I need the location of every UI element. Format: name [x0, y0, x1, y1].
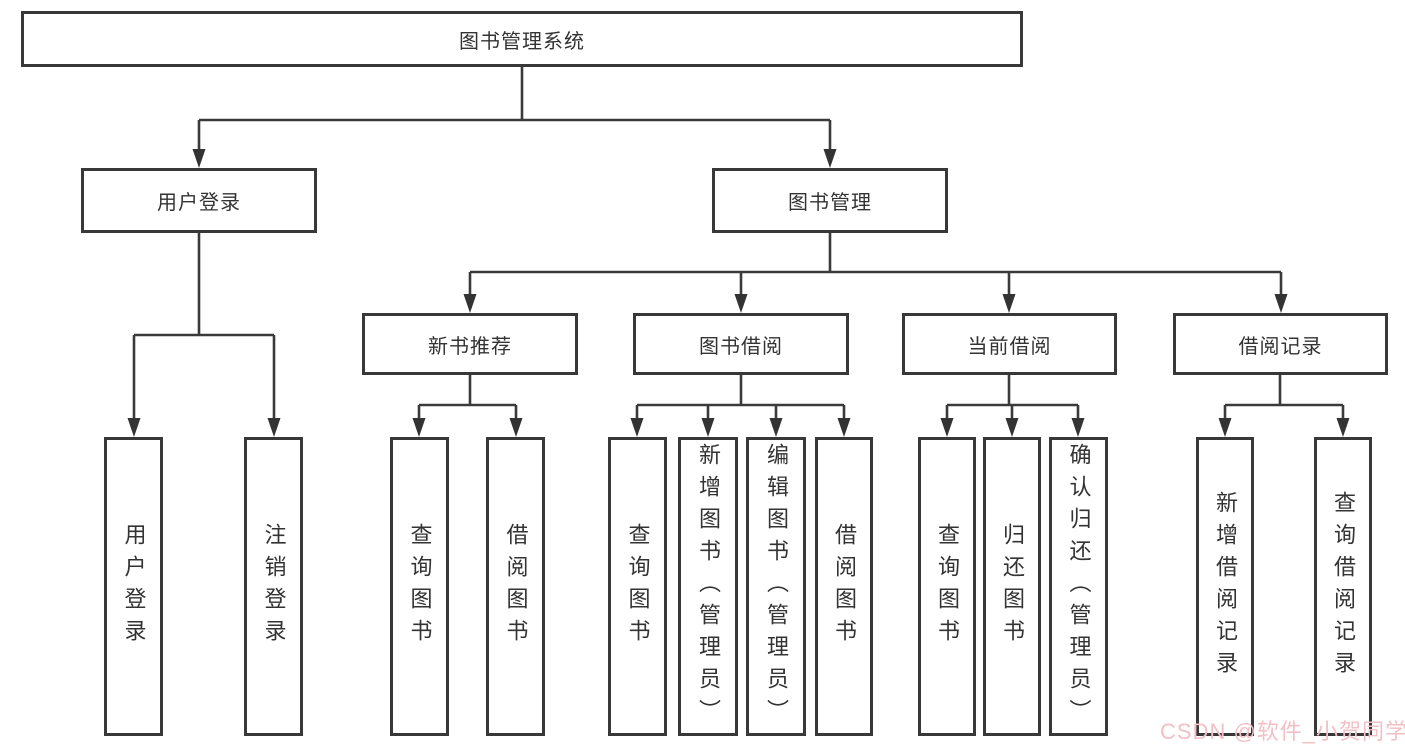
node-new-book-rec-label: 新书推荐 [428, 335, 512, 358]
node-book-mgmt: 图书管理 [712, 168, 948, 233]
leaf-cb-confirm-return-admin-label: 确认归还（管理员） [1066, 442, 1092, 731]
leaf-bb-query-books-label: 查询图书 [625, 522, 651, 651]
node-book-borrow-label: 图书借阅 [699, 335, 783, 358]
leaf-bb-borrow-books: 借阅图书 [815, 437, 873, 736]
arrowhead-icon [127, 418, 141, 437]
arrowhead-icon [1218, 418, 1232, 437]
arrowhead-icon [734, 294, 748, 313]
leaf-br-add-record-label: 新增借阅记录 [1213, 490, 1238, 683]
arrowhead-icon [769, 418, 783, 437]
leaf-bb-edit-books-admin: 编辑图书（管理员） [746, 437, 806, 736]
arrowhead-icon [509, 418, 523, 437]
arrowhead-icon [1002, 294, 1016, 313]
arrowhead-icon [412, 418, 426, 437]
leaf-cb-query-books-label: 查询图书 [935, 522, 960, 651]
arrowhead-icon [1274, 294, 1288, 313]
node-borrow-records: 借阅记录 [1173, 313, 1388, 375]
node-root-label: 图书管理系统 [459, 30, 585, 53]
leaf-br-query-record-label: 查询借阅记录 [1331, 490, 1356, 683]
leaf-bb-borrow-books-label: 借阅图书 [832, 522, 857, 651]
leaf-cb-query-books: 查询图书 [918, 437, 976, 736]
leaf-logout: 注销登录 [244, 437, 303, 736]
leaf-bb-add-books-admin: 新增图书（管理员） [678, 437, 738, 736]
arrowhead-icon [823, 149, 837, 168]
node-new-book-rec: 新书推荐 [362, 313, 578, 375]
leaf-br-add-record: 新增借阅记录 [1196, 437, 1254, 736]
leaf-cb-confirm-return-admin: 确认归还（管理员） [1049, 437, 1108, 736]
node-borrow-records-label: 借阅记录 [1238, 335, 1323, 358]
leaf-logout-label: 注销登录 [261, 522, 287, 651]
node-current-borrow-label: 当前借阅 [967, 335, 1052, 358]
leaf-bb-add-books-admin-label: 新增图书（管理员） [696, 442, 721, 731]
node-book-borrow: 图书借阅 [633, 313, 849, 375]
arrowhead-icon [463, 294, 477, 313]
leaf-bb-edit-books-admin-label: 编辑图书（管理员） [764, 442, 789, 731]
leaf-rec-query-books: 查询图书 [390, 437, 449, 736]
node-user-login: 用户登录 [81, 168, 317, 233]
leaf-rec-borrow-books: 借阅图书 [486, 437, 545, 736]
leaf-br-query-record: 查询借阅记录 [1314, 437, 1372, 736]
node-book-mgmt-label: 图书管理 [788, 192, 872, 214]
node-current-borrow: 当前借阅 [902, 313, 1117, 375]
arrowhead-icon [1336, 418, 1350, 437]
node-root: 图书管理系统 [21, 11, 1023, 67]
arrowhead-icon [940, 418, 954, 437]
leaf-rec-query-books-label: 查询图书 [407, 522, 433, 651]
leaf-user-login-label: 用户登录 [121, 522, 147, 651]
arrowhead-icon [267, 418, 281, 437]
arrowhead-icon [837, 418, 851, 437]
arrowhead-icon [192, 149, 206, 168]
leaf-rec-borrow-books-label: 借阅图书 [503, 522, 529, 651]
leaf-cb-return-books-label: 归还图书 [1000, 522, 1025, 651]
arrowhead-icon [630, 418, 644, 437]
leaf-user-login: 用户登录 [104, 437, 163, 736]
arrowhead-icon [701, 418, 715, 437]
arrowhead-icon [1071, 418, 1085, 437]
csdn-watermark: CSDN @软件_小贺同学 [1160, 719, 1405, 744]
arrowhead-icon [1005, 418, 1019, 437]
leaf-cb-return-books: 归还图书 [983, 437, 1041, 736]
node-user-login-label: 用户登录 [157, 192, 241, 214]
leaf-bb-query-books: 查询图书 [608, 437, 667, 736]
